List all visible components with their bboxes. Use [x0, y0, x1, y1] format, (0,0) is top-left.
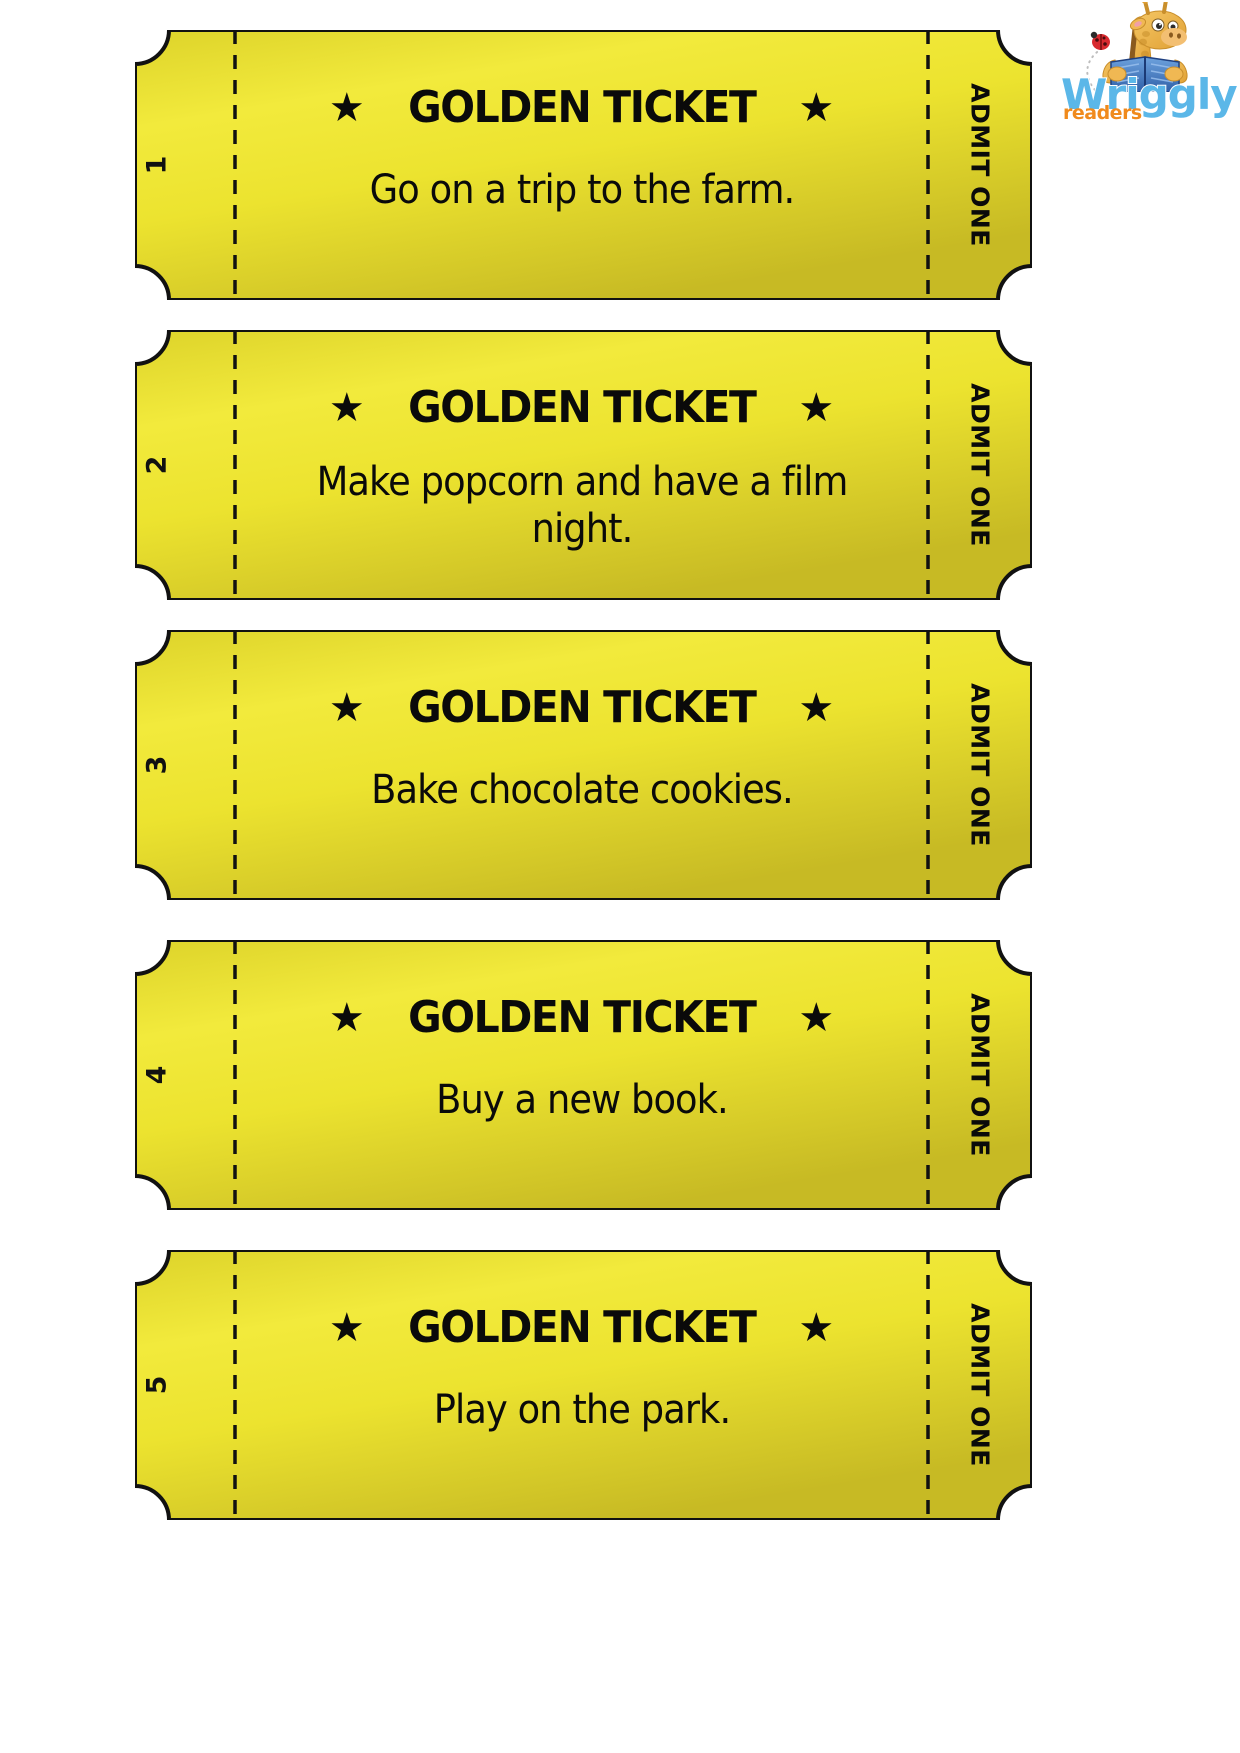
- star-left-icon: ★: [328, 1304, 365, 1351]
- admit-one-label: ADMIT ONE: [965, 383, 995, 547]
- admit-one-stub: ADMIT ONE: [928, 30, 1032, 300]
- golden-ticket-2[interactable]: 2 ★ GOLDEN TICKET ★ Make popcorn and hav…: [135, 330, 1032, 600]
- ticket-shape: [135, 30, 1032, 300]
- ticket-shape: [135, 630, 1032, 900]
- ticket-center: ★ GOLDEN TICKET ★ Make popcorn and have …: [235, 330, 928, 600]
- star-left-icon: ★: [328, 684, 365, 731]
- ticket-title: GOLDEN TICKET: [407, 682, 757, 733]
- ticket-center: ★ GOLDEN TICKET ★ Buy a new book.: [235, 940, 928, 1210]
- star-left-icon: ★: [328, 994, 365, 1041]
- golden-ticket-4[interactable]: 4 ★ GOLDEN TICKET ★ Buy a new book. ADMI…: [135, 940, 1032, 1210]
- star-right-icon: ★: [798, 1304, 835, 1351]
- ticket-title-row: ★ GOLDEN TICKET ★: [235, 992, 928, 1043]
- ticket-title: GOLDEN TICKET: [407, 82, 757, 133]
- ticket-number-stub: 4: [135, 940, 235, 1210]
- logo-word-readers: readers: [1063, 102, 1142, 124]
- ticket-description: Bake chocolate cookies.: [370, 767, 794, 813]
- ticket-title-row: ★ GOLDEN TICKET ★: [235, 682, 928, 733]
- star-left-icon: ★: [328, 84, 365, 131]
- ticket-description: Go on a trip to the farm.: [369, 167, 795, 213]
- admit-one-stub: ADMIT ONE: [928, 940, 1032, 1210]
- ticket-description: Play on the park.: [433, 1387, 730, 1433]
- admit-one-stub: ADMIT ONE: [928, 330, 1032, 600]
- ticket-title: GOLDEN TICKET: [407, 992, 757, 1043]
- ticket-number: 4: [141, 1065, 173, 1085]
- ticket-title-row: ★ GOLDEN TICKET ★: [235, 82, 928, 133]
- ticket-center: ★ GOLDEN TICKET ★ Bake chocolate cookies…: [235, 630, 928, 900]
- star-left-icon: ★: [328, 384, 365, 431]
- admit-one-label: ADMIT ONE: [965, 83, 995, 247]
- ticket-title: GOLDEN TICKET: [407, 382, 757, 433]
- ticket-title-row: ★ GOLDEN TICKET ★: [235, 382, 928, 433]
- ticket-number-stub: 3: [135, 630, 235, 900]
- ticket-center: ★ GOLDEN TICKET ★ Go on a trip to the fa…: [235, 30, 928, 300]
- ticket-number-stub: 5: [135, 1250, 235, 1520]
- ticket-center: ★ GOLDEN TICKET ★ Play on the park.: [235, 1250, 928, 1520]
- ticket-shape: [135, 940, 1032, 1210]
- admit-one-label: ADMIT ONE: [965, 1303, 995, 1467]
- ticket-number: 5: [141, 1375, 173, 1395]
- star-right-icon: ★: [798, 684, 835, 731]
- logo-word-wriggly: Wriggly: [1060, 69, 1239, 120]
- admit-one-stub: ADMIT ONE: [928, 630, 1032, 900]
- ticket-description: Buy a new book.: [435, 1077, 729, 1123]
- ticket-title-row: ★ GOLDEN TICKET ★: [235, 1302, 928, 1353]
- ticket-number: 1: [141, 155, 173, 175]
- star-right-icon: ★: [798, 994, 835, 1041]
- ticket-number: 3: [141, 755, 173, 775]
- ticket-shape: [135, 1250, 1032, 1520]
- star-right-icon: ★: [798, 84, 835, 131]
- admit-one-label: ADMIT ONE: [965, 683, 995, 847]
- ticket-number: 2: [141, 455, 173, 475]
- golden-ticket-3[interactable]: 3 ★ GOLDEN TICKET ★ Bake chocolate cooki…: [135, 630, 1032, 900]
- wriggly-readers-logo: Wriggly readers: [1055, 2, 1239, 127]
- ticket-title: GOLDEN TICKET: [407, 1302, 757, 1353]
- golden-ticket-5[interactable]: 5 ★ GOLDEN TICKET ★ Play on the park. AD…: [135, 1250, 1032, 1520]
- star-right-icon: ★: [798, 384, 835, 431]
- golden-ticket-1[interactable]: 1 ★ GOLDEN TICKET ★ Go on a trip to the …: [135, 30, 1032, 300]
- ticket-number-stub: 2: [135, 330, 235, 600]
- admit-one-stub: ADMIT ONE: [928, 1250, 1032, 1520]
- ticket-shape: [135, 330, 1032, 600]
- giraffe-reading-book-icon: [1086, 2, 1188, 92]
- ticket-description: Make popcorn and have a film night.: [316, 459, 848, 553]
- ticket-number-stub: 1: [135, 30, 235, 300]
- admit-one-label: ADMIT ONE: [965, 993, 995, 1157]
